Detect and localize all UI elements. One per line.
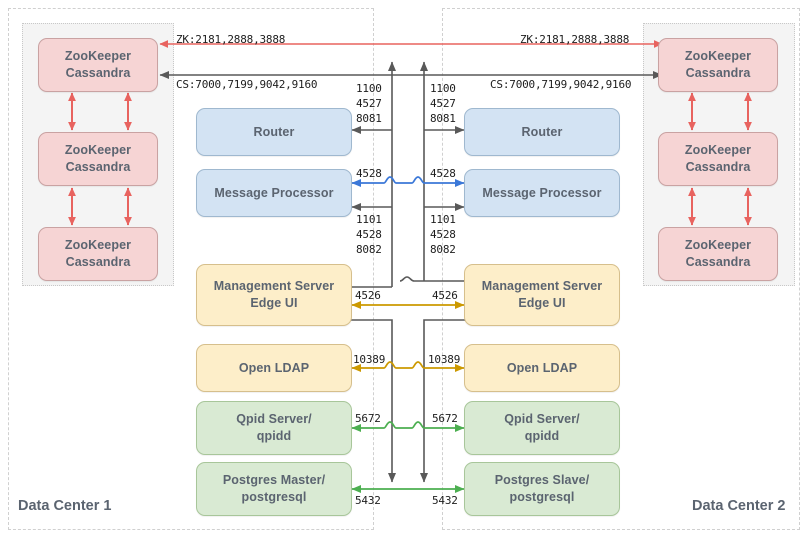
node-zookeeper-cassandra-right-1[interactable]: ZooKeeper Cassandra [658,38,778,92]
node-label-line1: Open LDAP [238,360,310,375]
node-label-line1: ZooKeeper [684,49,752,64]
data-center-2-boundary [442,8,800,530]
port-label-ldap-left: 10389 [353,353,386,366]
node-label-line2: postgresql [241,490,307,504]
node-label-line1: Management Server [213,279,335,294]
node-message-processor-right[interactable]: Message Processor [464,169,620,217]
node-label-line2: qpidd [256,429,292,443]
port-label-router-right: 1100 4527 8081 [430,82,456,125]
node-postgres-master-left[interactable]: Postgres Master/ postgresql [196,462,352,516]
node-label-line1: Message Processor [482,185,602,200]
node-open-ldap-right[interactable]: Open LDAP [464,344,620,392]
node-label-line2: postgresql [509,490,575,504]
port-label-ms-left: 4526 [355,289,381,302]
port-label-mp-left-top: 4528 [356,167,382,180]
data-center-1-caption: Data Center 1 [18,498,112,514]
port-label-mp-right-top: 4528 [430,167,456,180]
node-router-left[interactable]: Router [196,108,352,156]
node-management-server-left[interactable]: Management Server Edge UI [196,264,352,326]
node-qpid-server-left[interactable]: Qpid Server/ qpidd [196,401,352,455]
port-label-cs-right: CS:7000,7199,9042,9160 [490,78,632,91]
port-label-ms-right: 4526 [432,289,458,302]
node-label-line2: qpidd [524,429,560,443]
port-label-pg-right: 5432 [432,494,458,507]
node-qpid-server-right[interactable]: Qpid Server/ qpidd [464,401,620,455]
node-label-line2: Cassandra [685,160,751,174]
node-label-line2: Cassandra [65,160,131,174]
node-label-line1: Router [253,124,295,139]
node-label-line1: Open LDAP [506,360,578,375]
node-label-line1: Qpid Server/ [504,412,580,427]
node-zookeeper-cassandra-left-3[interactable]: ZooKeeper Cassandra [38,227,158,281]
node-label-line1: Qpid Server/ [236,412,312,427]
port-label-mp-left-bottom: 1101 4528 8082 [356,213,382,256]
port-label-qpid-right: 5672 [432,412,458,425]
node-label-line1: ZooKeeper [684,143,752,158]
node-management-server-right[interactable]: Management Server Edge UI [464,264,620,326]
port-label-zk-right: ZK:2181,2888,3888 [520,33,630,46]
node-label-line2: Cassandra [65,66,131,80]
node-label-line2: Cassandra [685,66,751,80]
node-label-line2: Cassandra [65,255,131,269]
port-label-router-left: 1100 4527 8081 [356,82,382,125]
node-label-line2: Edge UI [250,296,298,310]
node-label-line1: ZooKeeper [64,143,132,158]
node-label-line1: ZooKeeper [64,49,132,64]
port-label-pg-left: 5432 [355,494,381,507]
node-label-line2: Cassandra [685,255,751,269]
node-message-processor-left[interactable]: Message Processor [196,169,352,217]
data-center-1-boundary [8,8,374,530]
port-label-qpid-left: 5672 [355,412,381,425]
port-label-cs-left: CS:7000,7199,9042,9160 [176,78,318,91]
node-label-line1: Postgres Slave/ [494,473,590,488]
node-zookeeper-cassandra-right-3[interactable]: ZooKeeper Cassandra [658,227,778,281]
node-label-line1: ZooKeeper [64,238,132,253]
node-zookeeper-cassandra-left-1[interactable]: ZooKeeper Cassandra [38,38,158,92]
node-zookeeper-cassandra-left-2[interactable]: ZooKeeper Cassandra [38,132,158,186]
node-label-line1: Router [521,124,563,139]
node-router-right[interactable]: Router [464,108,620,156]
node-label-line2: Edge UI [518,296,566,310]
data-center-2-caption: Data Center 2 [692,498,786,514]
port-label-zk-left: ZK:2181,2888,3888 [176,33,286,46]
node-zookeeper-cassandra-right-2[interactable]: ZooKeeper Cassandra [658,132,778,186]
port-label-mp-right-bottom: 1101 4528 8082 [430,213,456,256]
node-label-line1: Management Server [481,279,603,294]
node-label-line1: ZooKeeper [684,238,752,253]
node-open-ldap-left[interactable]: Open LDAP [196,344,352,392]
port-label-ldap-right: 10389 [428,353,461,366]
node-label-line1: Postgres Master/ [222,473,326,488]
node-postgres-slave-right[interactable]: Postgres Slave/ postgresql [464,462,620,516]
node-label-line1: Message Processor [214,185,334,200]
